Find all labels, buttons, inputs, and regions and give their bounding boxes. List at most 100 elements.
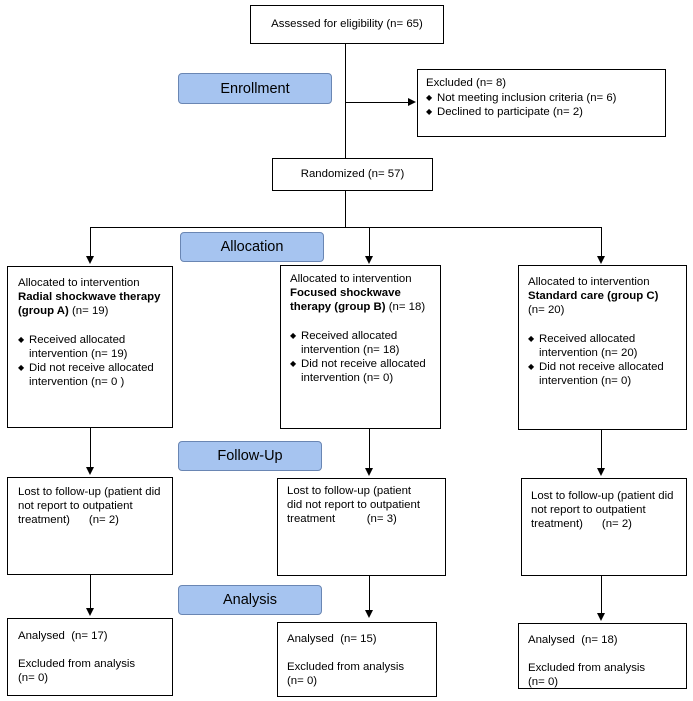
connector-a-alloc-followup — [90, 428, 92, 468]
lost-line1: Lost to follow-up (patient did — [18, 486, 161, 498]
not-received-label-line2: intervention (n= 0) — [301, 372, 394, 385]
excluded-analysis-line2: (n= 0) — [528, 676, 559, 689]
alloc-group-n: (n= 20) — [528, 304, 565, 317]
bullet-icon: ◆ — [426, 93, 433, 103]
allocation-box-group-c: Allocated to intervention Standard care … — [518, 265, 687, 430]
not-received-label-line1: Did not receive allocated — [539, 361, 664, 374]
excluded-item-label: Not meeting inclusion criteria (n= 6) — [437, 92, 617, 105]
bullet-icon: ◆ — [290, 359, 297, 369]
arrow-to-group-a — [86, 256, 94, 264]
arrow-c-analysis — [597, 613, 605, 621]
received-item: ◆ Received allocated — [528, 332, 677, 346]
received-label-line1: Received allocated — [29, 333, 126, 346]
alloc-title: Allocated to intervention — [18, 277, 140, 289]
connector-b-alloc-followup — [369, 429, 371, 469]
followup-box-group-c: Lost to follow-up (patient did not repor… — [521, 478, 687, 576]
bullet-icon: ◆ — [290, 330, 297, 340]
connector-to-group-c — [601, 227, 603, 257]
received-label-line2: intervention (n= 18) — [301, 343, 400, 356]
bullet-icon: ◆ — [18, 334, 25, 344]
followup-box-group-b: Lost to follow-up (patient did not repor… — [277, 478, 446, 576]
excluded-item: ◆ Not meeting inclusion criteria (n= 6) — [426, 91, 657, 105]
lost-line3: treatment (n= 3) — [287, 513, 397, 526]
alloc-group-n: (n= 18) — [385, 301, 426, 314]
arrow-b-analysis — [365, 610, 373, 618]
connector-c-alloc-followup — [601, 430, 603, 469]
assessed-box: Assessed for eligibility (n= 65) — [250, 5, 444, 44]
allocation-box-group-a: Allocated to intervention Radial shockwa… — [7, 266, 173, 428]
excluded-item: ◆ Declined to participate (n= 2) — [426, 105, 657, 119]
randomized-box: Randomized (n= 57) — [272, 158, 433, 191]
stage-enrollment-label: Enrollment — [220, 80, 290, 97]
connector-c-followup-analysis — [601, 576, 603, 614]
alloc-title: Allocated to intervention — [528, 276, 650, 288]
lost-line2: did not report to outpatient — [287, 499, 420, 512]
excluded-analysis-line1: Excluded from analysis — [18, 658, 136, 671]
followup-box-group-a: Lost to follow-up (patient did not repor… — [7, 477, 173, 575]
connector-assessed-randomized — [345, 44, 347, 158]
analysis-box-group-c: Analysed (n= 18) Excluded from analysis … — [518, 623, 687, 689]
received-label-line2: intervention (n= 19) — [29, 347, 128, 360]
excluded-item-label: Declined to participate (n= 2) — [437, 106, 583, 119]
alloc-group-name: Radial shockwave therapy (group A) — [18, 291, 161, 318]
stage-allocation: Allocation — [180, 232, 324, 262]
lost-line3: treatment) (n= 2) — [18, 514, 119, 527]
not-received-item: ◆ Did not receive allocated — [290, 357, 431, 371]
connector-to-group-a — [90, 227, 92, 257]
lost-line1: Lost to follow-up (patient — [287, 485, 412, 497]
not-received-label-line2: intervention (n= 0) — [539, 375, 632, 388]
lost-line3: treatment) (n= 2) — [531, 518, 632, 531]
stage-allocation-label: Allocation — [220, 239, 284, 255]
excluded-title: Excluded (n= 8) — [426, 77, 507, 89]
analysed-label: Analysed (n= 17) — [18, 630, 108, 642]
arrow-a-analysis — [86, 608, 94, 616]
connector-allocation-bar — [90, 227, 602, 229]
connector-to-excluded — [346, 102, 408, 104]
alloc-group-n: (n= 19) — [68, 305, 109, 318]
excluded-analysis-line2: (n= 0) — [287, 675, 318, 688]
bullet-icon: ◆ — [528, 362, 535, 372]
connector-to-group-b — [369, 227, 371, 257]
arrow-a-followup — [86, 467, 94, 475]
arrow-to-group-b — [365, 256, 373, 264]
not-received-label-line1: Did not receive allocated — [29, 362, 154, 375]
excluded-analysis-line1: Excluded from analysis — [287, 661, 405, 674]
stage-enrollment: Enrollment — [178, 73, 332, 104]
not-received-item: ◆ Did not receive allocated — [18, 361, 162, 375]
excluded-box: Excluded (n= 8) ◆ Not meeting inclusion … — [417, 69, 666, 137]
received-label-line1: Received allocated — [301, 329, 398, 342]
analysed-label: Analysed (n= 18) — [528, 634, 618, 646]
connector-randomized-split — [345, 191, 347, 228]
randomized-label: Randomized (n= 57) — [300, 168, 405, 181]
bullet-icon: ◆ — [18, 363, 25, 373]
bullet-icon: ◆ — [426, 107, 433, 117]
alloc-title: Allocated to intervention — [290, 273, 412, 285]
not-received-item: ◆ Did not receive allocated — [528, 360, 677, 374]
arrow-c-followup — [597, 468, 605, 476]
allocation-box-group-b: Allocated to intervention Focused shockw… — [280, 265, 441, 429]
assessed-label: Assessed for eligibility (n= 65) — [271, 18, 423, 31]
received-label-line1: Received allocated — [539, 332, 636, 345]
arrow-to-excluded — [408, 98, 416, 106]
excluded-analysis-line2: (n= 0) — [18, 672, 49, 685]
excluded-analysis-line1: Excluded from analysis — [528, 662, 646, 675]
bullet-icon: ◆ — [528, 333, 535, 343]
received-label-line2: intervention (n= 20) — [539, 346, 638, 359]
analysis-box-group-a: Analysed (n= 17) Excluded from analysis … — [7, 618, 173, 696]
arrow-b-followup — [365, 468, 373, 476]
stage-analysis: Analysis — [178, 585, 322, 615]
not-received-label-line2: intervention (n= 0 ) — [29, 376, 125, 389]
arrow-to-group-c — [597, 256, 605, 264]
analysis-box-group-b: Analysed (n= 15) Excluded from analysis … — [277, 622, 437, 697]
alloc-group-name: Standard care (group C) — [528, 290, 659, 303]
connector-a-followup-analysis — [90, 575, 92, 609]
received-item: ◆ Received allocated — [290, 329, 431, 343]
stage-followup-label: Follow-Up — [217, 448, 283, 464]
alloc-group-name: Focused shockwave therapy (group B) — [290, 287, 401, 314]
analysed-label: Analysed (n= 15) — [287, 633, 377, 645]
lost-line2: not report to outpatient — [531, 504, 646, 517]
lost-line1: Lost to follow-up (patient did — [531, 490, 674, 502]
stage-followup: Follow-Up — [178, 441, 322, 471]
alloc-group: Radial shockwave therapy (group A) (n= 1… — [18, 290, 162, 318]
connector-b-followup-analysis — [369, 576, 371, 611]
